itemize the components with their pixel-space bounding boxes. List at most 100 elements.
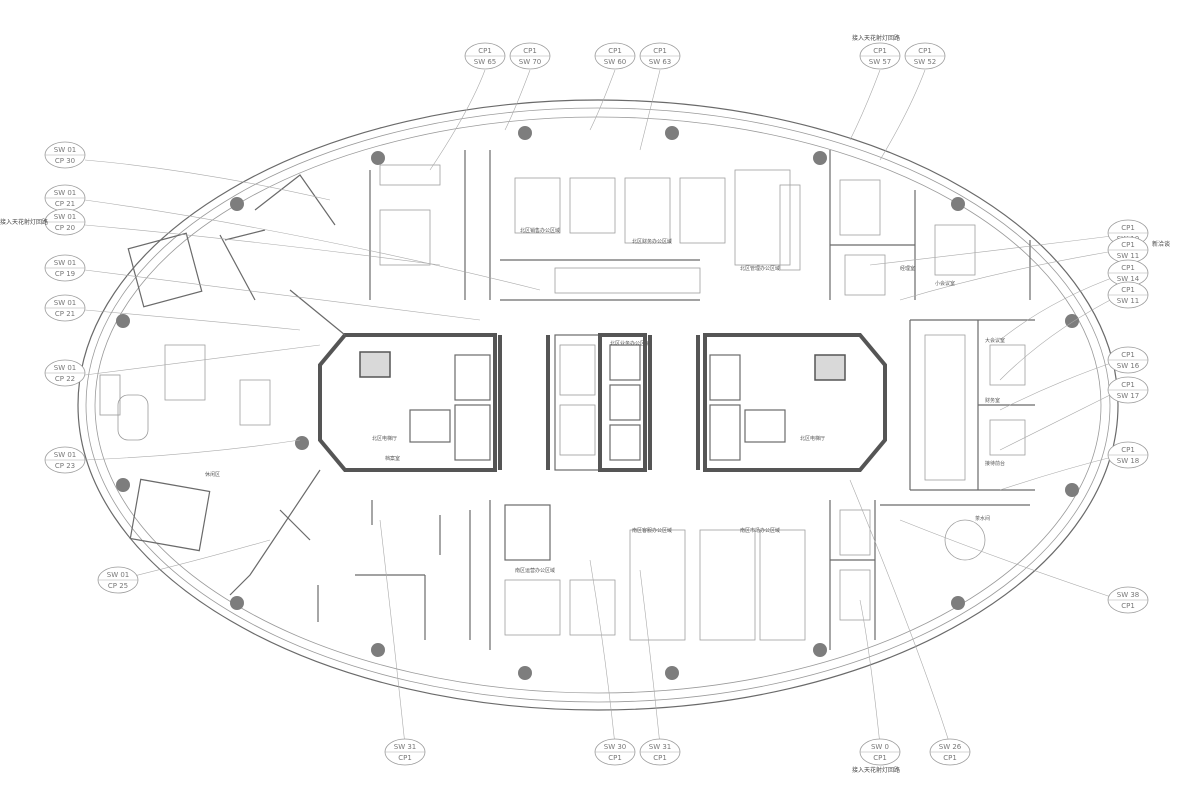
tag-sw18: CP1 SW 18 [1107,441,1149,469]
room-archive: 档案室 [385,455,400,462]
structural-columns [116,126,1079,680]
building-envelope [77,99,1119,711]
svg-text:CP 21: CP 21 [55,310,75,318]
tag-sw63: CP1 SW 63 [639,42,681,70]
room-reception: 接待前台 [985,460,1005,467]
tag-sw17: CP1 SW 17 [1107,376,1149,404]
room-office-4: 北区业务办公区域 [610,340,650,347]
svg-text:CP1: CP1 [918,47,932,55]
svg-text:SW 17: SW 17 [1117,392,1140,400]
room-office-1: 北区销售办公区域 [520,227,560,234]
tag-sw38: SW 38 CP1 [1107,586,1149,614]
svg-text:SW 01: SW 01 [54,259,77,267]
desk-clusters [164,164,1026,641]
svg-text:SW 01: SW 01 [54,451,77,459]
svg-text:SW 01: SW 01 [54,364,77,372]
tag-cp20: SW 01 CP 20 [44,208,86,236]
note-left: 接入天花射灯回路 [0,218,48,226]
svg-text:CP1: CP1 [1121,241,1135,249]
svg-text:CP1: CP1 [523,47,537,55]
svg-text:CP1: CP1 [1121,286,1135,294]
tag-cp30: SW 01 CP 30 [44,141,86,169]
tag-bubbles: CP1 SW 65 CP1 SW 70 CP1 SW 60 CP1 SW 63 … [44,42,1149,766]
tag-sw11-b: CP1 SW 11 [1107,281,1149,309]
svg-text:SW 63: SW 63 [649,58,672,66]
svg-text:CP 21: CP 21 [55,200,75,208]
tag-sw30: SW 30 CP1 [594,738,636,766]
leader-lines [84,69,1121,746]
svg-text:SW 31: SW 31 [394,743,417,751]
west-walls [99,174,346,596]
svg-text:CP1: CP1 [1121,351,1135,359]
tag-sw31-b: SW 31 CP1 [639,738,681,766]
tag-sw26: SW 26 CP1 [929,738,971,766]
tag-sw60: CP1 SW 60 [594,42,636,70]
note-bottom: 接入天花射灯回路 [852,766,900,774]
svg-text:SW 16: SW 16 [1117,362,1140,370]
room-labels: 北区销售办公区域 北区财务办公区域 北区管理办公区域 北区业务办公区域 南区客服… [205,227,1005,574]
room-small-meeting: 小会议室 [935,280,955,287]
tag-cp21-a: SW 01 CP 21 [44,184,86,212]
room-office-3: 北区管理办公区域 [740,265,780,272]
svg-text:SW 01: SW 01 [107,571,130,579]
svg-text:CP1: CP1 [943,754,957,762]
tag-cp25: SW 01 CP 25 [97,566,139,594]
svg-text:SW 01: SW 01 [54,213,77,221]
tag-sw52: CP1 SW 52 [904,42,946,70]
svg-text:CP 30: CP 30 [55,157,75,165]
svg-text:CP 23: CP 23 [55,462,75,470]
tag-cp23: SW 01 CP 23 [44,446,86,474]
note-right-room: 新洽谈 [1152,240,1170,248]
svg-text:SW 11: SW 11 [1117,297,1140,305]
svg-text:CP 22: CP 22 [55,375,75,383]
svg-text:SW 60: SW 60 [604,58,627,66]
svg-text:CP1: CP1 [608,47,622,55]
tag-sw16: CP1 SW 16 [1107,346,1149,374]
svg-text:SW 31: SW 31 [649,743,672,751]
north-walls [369,150,1035,491]
room-lobby-west: 北区电梯厅 [372,435,397,442]
room-office-2: 北区财务办公区域 [632,238,672,245]
svg-text:CP1: CP1 [1121,381,1135,389]
room-office-7: 南区运营办公区域 [515,567,555,574]
svg-text:SW 01: SW 01 [54,299,77,307]
svg-text:CP1: CP1 [1121,446,1135,454]
svg-text:SW 01: SW 01 [54,189,77,197]
svg-text:SW 26: SW 26 [939,743,962,751]
svg-text:SW 11: SW 11 [1117,252,1140,260]
tag-sw0: SW 0 CP1 [859,738,901,766]
svg-text:SW 18: SW 18 [1117,457,1140,465]
svg-text:SW 38: SW 38 [1117,591,1140,599]
room-office-6: 南区市场办公区域 [740,527,780,534]
svg-text:CP 19: CP 19 [55,270,75,278]
svg-text:CP1: CP1 [873,47,887,55]
svg-text:SW 01: SW 01 [54,146,77,154]
svg-text:CP 20: CP 20 [55,224,75,232]
tag-sw70: CP1 SW 70 [509,42,551,70]
tag-sw14: CP1 SW 14 [1107,259,1149,287]
room-office-5: 南区客服办公区域 [632,527,672,534]
svg-text:CP1: CP1 [398,754,412,762]
tag-sw31-a: SW 31 CP1 [384,738,426,766]
svg-text:CP1: CP1 [653,47,667,55]
svg-text:CP1: CP1 [1121,602,1135,610]
tag-cp19: SW 01 CP 19 [44,254,86,282]
svg-text:CP1: CP1 [873,754,887,762]
svg-text:CP1: CP1 [608,754,622,762]
tag-sw65: CP1 SW 65 [464,42,506,70]
svg-text:SW 65: SW 65 [474,58,497,66]
room-meeting: 大会议室 [985,337,1005,344]
svg-text:SW 30: SW 30 [604,743,627,751]
tag-sw57: CP1 SW 57 [859,42,901,70]
room-lobby-east: 北区电梯厅 [800,435,825,442]
tag-sw11-a: CP1 SW 11 [1107,236,1149,264]
room-lounge: 休闲区 [205,471,220,478]
room-pantry: 茶水间 [975,515,990,522]
central-core [318,333,887,472]
note-top-right: 接入天花射灯回路 [852,34,900,42]
tag-cp21-b: SW 01 CP 21 [44,294,86,322]
room-manager: 经理室 [900,265,915,272]
svg-text:CP 25: CP 25 [108,582,128,590]
svg-text:SW 14: SW 14 [1117,275,1140,283]
svg-text:CP1: CP1 [653,754,667,762]
